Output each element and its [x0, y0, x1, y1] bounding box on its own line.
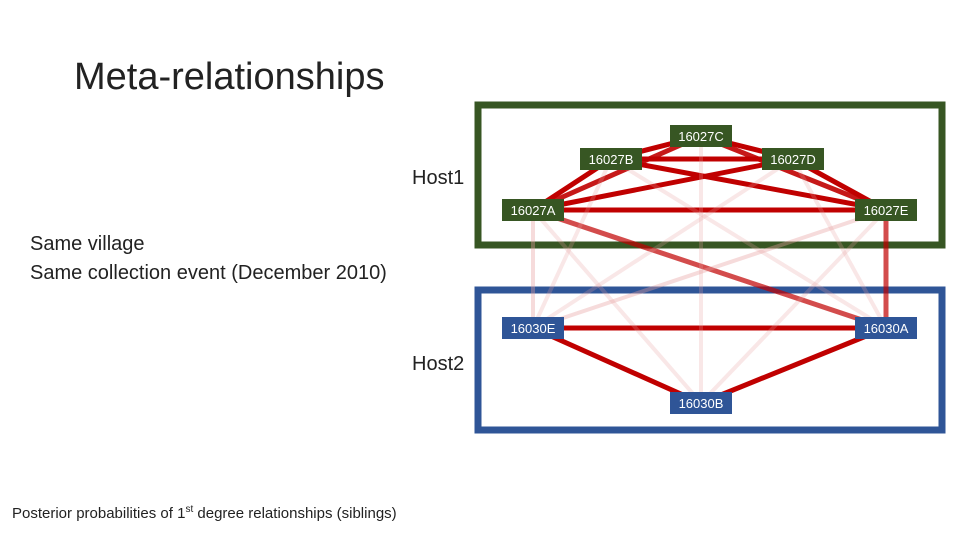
node-box	[502, 199, 564, 221]
edge-16027B-16027E	[608, 156, 889, 213]
host2-box	[474, 286, 946, 434]
node-16027A: 16027A	[502, 199, 564, 221]
node-box	[762, 148, 824, 170]
edge-16027D-16030A	[791, 157, 888, 330]
node-16027B: 16027B	[580, 148, 642, 170]
edges-group	[530, 133, 889, 406]
node-label: 16027E	[864, 203, 909, 218]
edge-16027E-16030B	[699, 208, 888, 405]
note-collection-event: Same collection event (December 2010)	[30, 262, 387, 284]
node-16027C: 16027C	[670, 125, 732, 147]
edge-16027C-16027A	[530, 133, 704, 213]
node-box	[670, 125, 732, 147]
footnote-sup: st	[185, 504, 194, 515]
edge-16027B-16030A	[609, 157, 888, 330]
edge-16027A-16030A	[530, 207, 889, 331]
edge-16030A-16030B	[698, 325, 889, 406]
footnote-suffix: degree relationships (siblings)	[193, 505, 397, 522]
note-village: Same village	[30, 233, 145, 255]
edge-16027E-16030E	[531, 208, 888, 330]
node-box	[502, 317, 564, 339]
node-box	[855, 199, 917, 221]
node-label: 16030B	[679, 396, 724, 411]
edge-16027D-16030E	[531, 157, 795, 330]
node-16030E: 16030E	[502, 317, 564, 339]
node-16027E: 16027E	[855, 199, 917, 221]
node-label: 16027D	[770, 152, 816, 167]
edge-16027D-16027A	[530, 156, 796, 213]
host2-label: Host2	[412, 353, 465, 375]
node-label: 16030A	[864, 321, 909, 336]
footnote: Posterior probabilities of 1st degree re…	[12, 504, 397, 522]
node-16027D: 16027D	[762, 148, 824, 170]
node-label: 16027C	[678, 129, 724, 144]
node-box	[855, 317, 917, 339]
edge-16027B-16030E	[531, 157, 613, 330]
edge-16030E-16030B	[530, 325, 704, 406]
page-title: Meta-relationships	[74, 56, 385, 98]
footnote-prefix: Posterior probabilities of 1	[12, 505, 186, 522]
node-box	[670, 392, 732, 414]
nodes-group: 16027C 16027B 16027D 16027A 16027E 16030E 1603…	[502, 125, 917, 414]
edge-16027A-16030B	[531, 208, 703, 405]
notes: Same village Same collection event (Dece…	[30, 230, 387, 288]
host1-label: Host1	[412, 167, 465, 189]
node-16030A: 16030A	[855, 317, 917, 339]
edge-16027C-16027E	[698, 133, 889, 213]
node-label: 16027A	[511, 203, 556, 218]
node-box	[580, 148, 642, 170]
node-label: 16030E	[511, 321, 556, 336]
node-16030B: 16030B	[670, 392, 732, 414]
node-label: 16027B	[589, 152, 634, 167]
host1-box	[474, 101, 946, 249]
